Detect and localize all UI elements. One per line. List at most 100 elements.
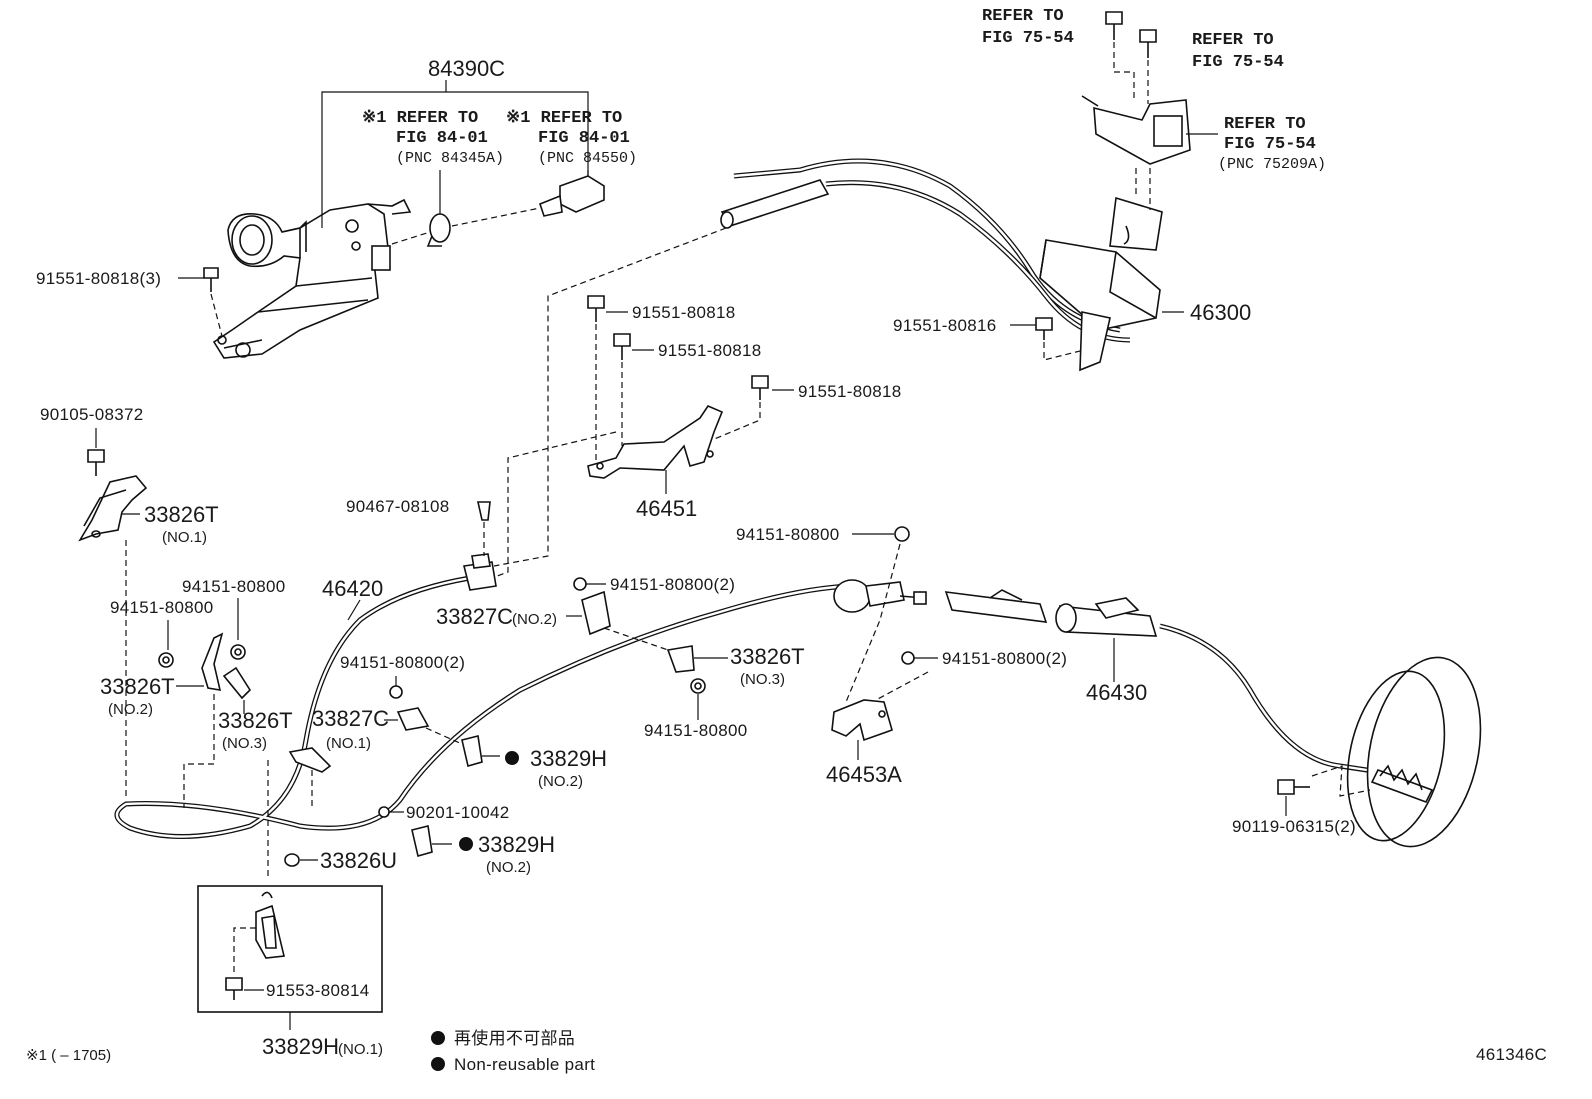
- legend-en: Non-reusable part: [454, 1055, 595, 1074]
- cable-sleeve: [720, 179, 830, 229]
- clip-33826T-no1[interactable]: [78, 475, 148, 542]
- svg-text:REFER TO: REFER TO: [1224, 115, 1306, 134]
- footnote: ※1 ( – 1705): [26, 1047, 111, 1064]
- label-33826T-no2-sub: (NO.2): [108, 701, 153, 718]
- refer-fig-75-54-c[interactable]: REFER TO FIG 75-54 (PNC 75209A): [1218, 115, 1326, 173]
- nut-icon: [573, 577, 587, 591]
- label-94151-80800-b: 94151-80800: [110, 598, 214, 617]
- clip-icon: [477, 501, 491, 521]
- non-reusable-marker: [459, 837, 473, 851]
- label-33826T-no3-left: 33826T: [218, 708, 293, 733]
- label-33826T-no1-sub: (NO.1): [162, 529, 207, 546]
- clip-33827C-no2[interactable]: [581, 590, 611, 636]
- label-91551-80818-b: 91551-80818: [658, 341, 762, 360]
- refer-fig-84-01-b[interactable]: ※1 REFER TO FIG 84-01 (PNC 84550): [506, 109, 637, 167]
- clip-33826T-no2[interactable]: [201, 632, 224, 691]
- label-33829H-no1-sub: (NO.1): [338, 1041, 383, 1058]
- nut-icon: [901, 651, 915, 665]
- label-90105-08372: 90105-08372: [40, 405, 144, 424]
- legend-jp: 再使用不可部品: [454, 1028, 575, 1048]
- cable-bracket-46451[interactable]: [587, 405, 724, 479]
- cable-bracket-46453A[interactable]: [831, 699, 893, 742]
- clip-33829H-no1[interactable]: [255, 891, 285, 959]
- clip-33826T-no3-right[interactable]: [666, 645, 695, 673]
- label-94151-80800-2b: 94151-80800(2): [340, 653, 465, 672]
- label-33829H-no1: 33829H: [262, 1034, 339, 1059]
- label-33827C-no1: 33827C: [312, 706, 389, 731]
- grommet-33826U[interactable]: [284, 853, 300, 867]
- label-33826T-no2: 33826T: [100, 674, 175, 699]
- label-91551-80818-a: 91551-80818: [632, 303, 736, 322]
- brake-drum: [1346, 656, 1482, 848]
- parking-brake-pedal-assembly[interactable]: [212, 198, 412, 359]
- label-91551-80816: 91551-80816: [893, 316, 997, 335]
- label-94151-80800-c: 94151-80800: [644, 721, 748, 740]
- cable-end-fitting: [463, 553, 497, 591]
- svg-text:FIG 75-54: FIG 75-54: [982, 29, 1074, 48]
- svg-text:FIG 75-54: FIG 75-54: [1192, 53, 1284, 72]
- label-90201-10042: 90201-10042: [406, 803, 510, 822]
- bolt-icon: [1035, 317, 1053, 340]
- svg-text:FIG 75-54: FIG 75-54: [1224, 135, 1316, 154]
- refer-fig-84-01-a[interactable]: ※1 REFER TO FIG 84-01 (PNC 84345A): [362, 109, 504, 167]
- label-33827C-no2-sub: (NO.2): [512, 611, 557, 628]
- bolt-icon: [1139, 29, 1157, 58]
- nut-icon: [378, 806, 390, 818]
- bolt-icon: [203, 267, 219, 292]
- svg-text:FIG 84-01: FIG 84-01: [396, 129, 488, 148]
- label-33826U: 33826U: [320, 848, 397, 873]
- label-33826T-no3-right-sub: (NO.3): [740, 671, 785, 688]
- brake-switch-clip[interactable]: [426, 170, 451, 247]
- label-94151-80800-2c: 94151-80800(2): [942, 649, 1067, 668]
- label-33826T-no3-left-sub: (NO.3): [222, 735, 267, 752]
- clip-33829H-no2-a[interactable]: [461, 735, 483, 768]
- rear-cable-46430[interactable]: [944, 589, 1158, 637]
- label-33829H-no2-b-sub: (NO.2): [486, 859, 531, 876]
- clip-33829H-no2-b[interactable]: [411, 825, 433, 858]
- label-46453A: 46453A: [826, 762, 902, 787]
- svg-text:FIG 84-01: FIG 84-01: [538, 129, 630, 148]
- non-reusable-marker: [431, 1031, 445, 1045]
- legend: 再使用不可部品 Non-reusable part: [431, 1028, 595, 1074]
- parking-brake-switch[interactable]: [539, 170, 605, 217]
- svg-text:※1 REFER TO: ※1 REFER TO: [506, 109, 622, 128]
- label-84390C: 84390C: [428, 56, 505, 81]
- svg-text:(PNC 84550): (PNC 84550): [538, 150, 637, 167]
- svg-text:※1 REFER TO: ※1 REFER TO: [362, 109, 478, 128]
- label-46300: 46300: [1190, 300, 1251, 325]
- non-reusable-marker: [505, 751, 519, 765]
- nut-icon: [690, 678, 706, 694]
- refer-fig-75-54-a[interactable]: REFER TO FIG 75-54: [982, 7, 1074, 48]
- svg-text:(PNC 84345A): (PNC 84345A): [396, 150, 504, 167]
- label-91551-80818-c: 91551-80818: [798, 382, 902, 401]
- cable-equalizer[interactable]: [833, 579, 927, 613]
- label-90467-08108: 90467-08108: [346, 497, 450, 516]
- clip-33826T-no3-left[interactable]: [222, 666, 252, 700]
- label-33829H-no2-a-sub: (NO.2): [538, 773, 583, 790]
- svg-text:REFER TO: REFER TO: [982, 7, 1064, 26]
- bolt-icon: [751, 375, 769, 400]
- label-46430: 46430: [1086, 680, 1147, 705]
- bolt-icon: [587, 295, 605, 322]
- nut-icon: [894, 526, 910, 542]
- nut-icon: [389, 685, 403, 699]
- label-33827C-no2: 33827C: [436, 604, 513, 629]
- label-46451: 46451: [636, 496, 697, 521]
- figure-code: 461346C: [1476, 1045, 1547, 1064]
- label-94151-80800-d: 94151-80800: [736, 525, 840, 544]
- svg-text:REFER TO: REFER TO: [1192, 31, 1274, 50]
- lever-bracket[interactable]: [1081, 95, 1191, 165]
- non-reusable-marker: [431, 1057, 445, 1071]
- bolt-icon: [613, 333, 631, 360]
- label-94151-80800-2a: 94151-80800(2): [610, 575, 735, 594]
- clip-33827C-no1[interactable]: [396, 707, 430, 731]
- parking-brake-lever-46300[interactable]: [1039, 196, 1163, 372]
- clip-33827C-no1-on-cable: [288, 747, 332, 773]
- label-33826T-no1: 33826T: [144, 502, 219, 527]
- bolt-icon: [225, 977, 243, 1000]
- bolt-icon: [87, 449, 105, 476]
- bolt-icon: [1105, 11, 1123, 40]
- refer-fig-75-54-b[interactable]: REFER TO FIG 75-54: [1192, 31, 1284, 72]
- nut-icon: [158, 652, 174, 668]
